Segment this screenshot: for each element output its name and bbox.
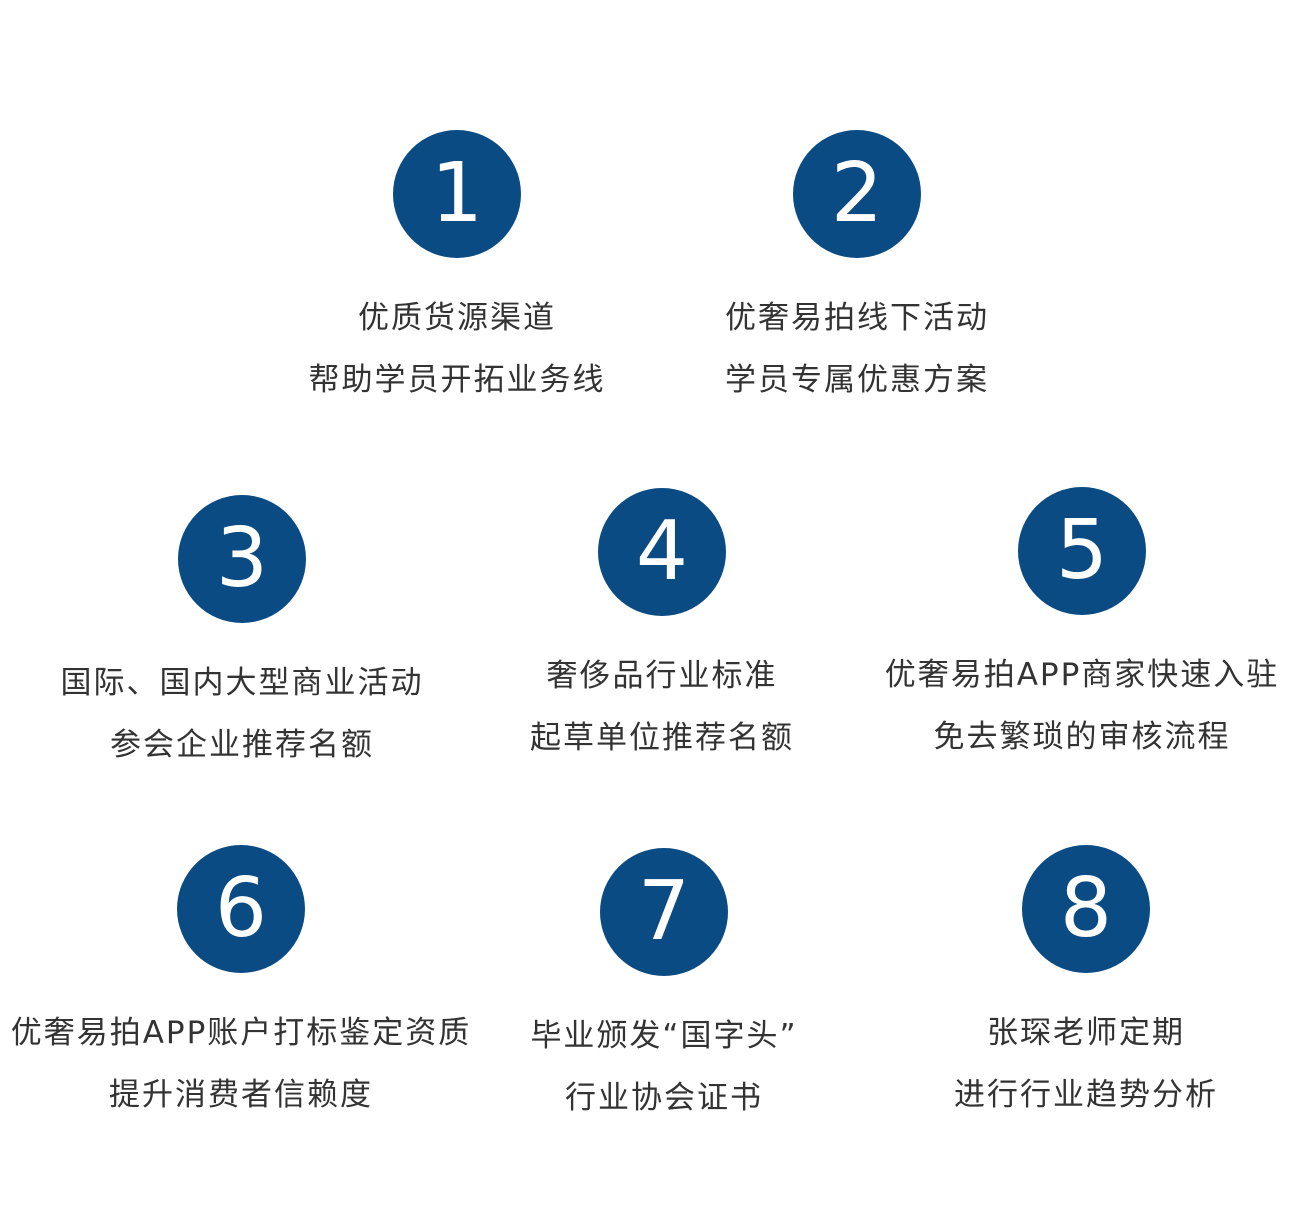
- benefit-item-6: 6 优奢易拍APP账户打标鉴定资质 提升消费者信赖度: [1, 845, 481, 1111]
- number-badge-5: 5: [1018, 487, 1146, 615]
- benefit-subtitle-5: 免去繁琐的审核流程: [933, 719, 1231, 755]
- number-badge-2: 2: [793, 130, 921, 258]
- benefit-subtitle-4: 起草单位推荐名额: [530, 720, 794, 756]
- benefit-title-2: 优奢易拍线下活动: [725, 300, 989, 336]
- benefit-subtitle-2: 学员专属优惠方案: [725, 362, 989, 398]
- benefit-title-5: 优奢易拍APP商家快速入驻: [884, 657, 1280, 693]
- benefit-subtitle-1: 帮助学员开拓业务线: [308, 362, 606, 398]
- benefit-item-8: 8 张琛老师定期 进行行业趋势分析: [846, 845, 1302, 1111]
- benefit-item-3: 3 国际、国内大型商业活动 参会企业推荐名额: [2, 495, 482, 761]
- number-badge-8: 8: [1022, 845, 1150, 973]
- benefit-subtitle-8: 进行行业趋势分析: [954, 1077, 1218, 1113]
- benefit-title-6: 优奢易拍APP账户打标鉴定资质: [10, 1015, 472, 1051]
- benefit-title-7: 毕业颁发“国字头”: [530, 1018, 798, 1054]
- benefit-subtitle-6: 提升消费者信赖度: [109, 1077, 373, 1113]
- number-badge-1: 1: [393, 130, 521, 258]
- number-badge-3: 3: [178, 495, 306, 623]
- number-badge-6: 6: [177, 845, 305, 973]
- benefit-title-4: 奢侈品行业标准: [546, 658, 778, 694]
- benefit-item-7: 7 毕业颁发“国字头” 行业协会证书: [424, 848, 904, 1114]
- benefit-subtitle-3: 参会企业推荐名额: [110, 727, 374, 763]
- benefit-item-2: 2 优奢易拍线下活动 学员专属优惠方案: [617, 130, 1097, 396]
- benefit-subtitle-7: 行业协会证书: [565, 1080, 763, 1116]
- number-badge-4: 4: [598, 488, 726, 616]
- number-badge-7: 7: [600, 848, 728, 976]
- benefit-item-4: 4 奢侈品行业标准 起草单位推荐名额: [422, 488, 902, 754]
- benefit-item-1: 1 优质货源渠道 帮助学员开拓业务线: [217, 130, 697, 396]
- benefit-item-5: 5 优奢易拍APP商家快速入驻 免去繁琐的审核流程: [842, 487, 1302, 753]
- benefit-title-3: 国际、国内大型商业活动: [60, 665, 424, 701]
- benefit-title-8: 张琛老师定期: [987, 1015, 1185, 1051]
- benefit-title-1: 优质货源渠道: [358, 300, 556, 336]
